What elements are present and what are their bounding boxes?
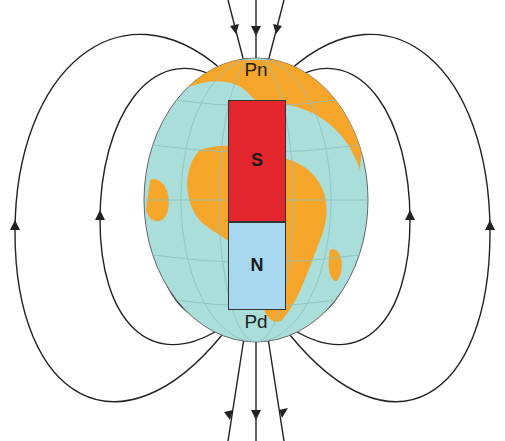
globe [140,58,368,342]
north-pole-label: Pn [244,60,267,81]
magnet-north-pole: N [228,222,286,310]
pole-letter: S [251,151,263,171]
magnet-south-pole: S [228,100,286,222]
field-lines [15,0,490,441]
pole-letter: N [251,256,264,276]
south-pole-label: Pd [244,312,267,333]
field-arrows [10,24,495,420]
